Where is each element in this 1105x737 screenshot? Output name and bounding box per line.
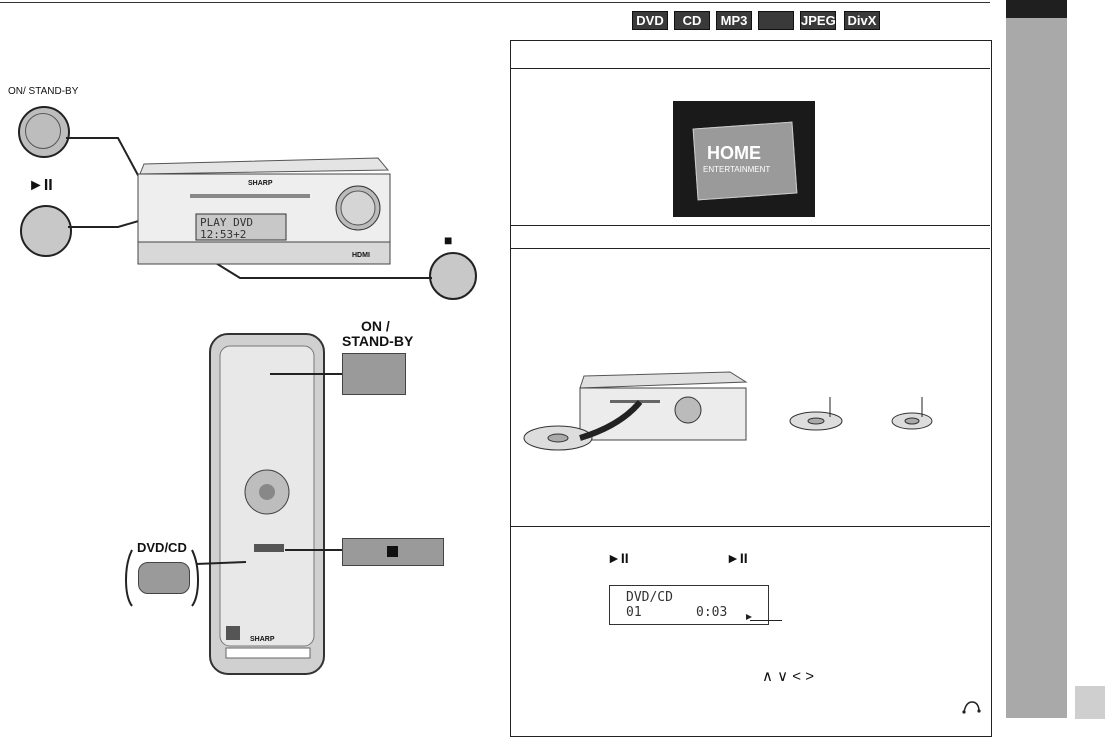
badge-blank	[758, 11, 794, 30]
divider-3	[510, 248, 990, 249]
return-icon	[962, 701, 981, 714]
play-indicator-icon	[746, 614, 752, 620]
remote-on-standby-button[interactable]	[342, 353, 406, 395]
on-standby-button[interactable]	[18, 106, 70, 158]
top-rule	[0, 2, 990, 3]
stop-button[interactable]	[429, 252, 477, 300]
badge-dvd: DVD	[632, 11, 668, 30]
badge-mp3: MP3	[716, 11, 752, 30]
main-unit-illustration: SHARP PLAY DVD 12:53+2 HDMI	[130, 156, 392, 266]
splash-screen-image: HOME ENTERTAINMENT	[673, 101, 815, 217]
unit-display-line1: PLAY DVD	[200, 216, 253, 229]
step4-play-symbol-a: ►II	[607, 550, 629, 566]
sidebar-tab	[1006, 0, 1067, 18]
badge-jpeg: JPEG	[800, 11, 836, 30]
disc-examples	[789, 397, 933, 431]
on-standby-label: ON/ STAND-BY	[8, 86, 79, 97]
disc-loading-illustration	[520, 366, 760, 456]
remote-dvdcd-label: DVD/CD	[137, 540, 187, 555]
remote-leader-lines	[124, 373, 342, 607]
step4-play-symbol-b: ►II	[726, 550, 748, 566]
divider-4	[510, 526, 990, 527]
remote-control: SHARP	[206, 332, 328, 676]
splash-title: HOME	[707, 143, 761, 163]
play-pause-button[interactable]	[20, 205, 72, 257]
unit-display-line2: 12:53+2	[200, 228, 247, 241]
display-pointer-line	[750, 620, 782, 621]
badge-divx: DivX	[844, 11, 880, 30]
remote-on-label: ON /	[361, 318, 390, 334]
play-pause-label: ►II	[28, 177, 53, 194]
splash-subtitle: ENTERTAINMENT	[703, 165, 771, 174]
step4-display: DVD/CD 01 0:03	[609, 585, 769, 625]
divider-1	[510, 68, 990, 69]
remote-brand: SHARP	[250, 636, 275, 643]
cursor-keys-symbols: ∧ ∨ < >	[762, 668, 814, 685]
page-number-box	[1075, 686, 1105, 719]
step4-display-track: 01	[626, 605, 642, 620]
badge-cd: CD	[674, 11, 710, 30]
remote-stop-button[interactable]	[342, 538, 444, 566]
step4-display-time: 0:03	[696, 605, 728, 620]
unit-hdmi-logo: HDMI	[352, 252, 370, 259]
step4-display-line1: DVD/CD	[626, 590, 673, 605]
divider-2	[510, 225, 990, 226]
remote-standby-label: STAND-BY	[342, 333, 414, 349]
remote-dvdcd-button[interactable]	[138, 562, 190, 594]
unit-brand: SHARP	[248, 180, 273, 187]
section-sidebar	[1006, 18, 1067, 718]
stop-label: ■	[444, 232, 453, 248]
